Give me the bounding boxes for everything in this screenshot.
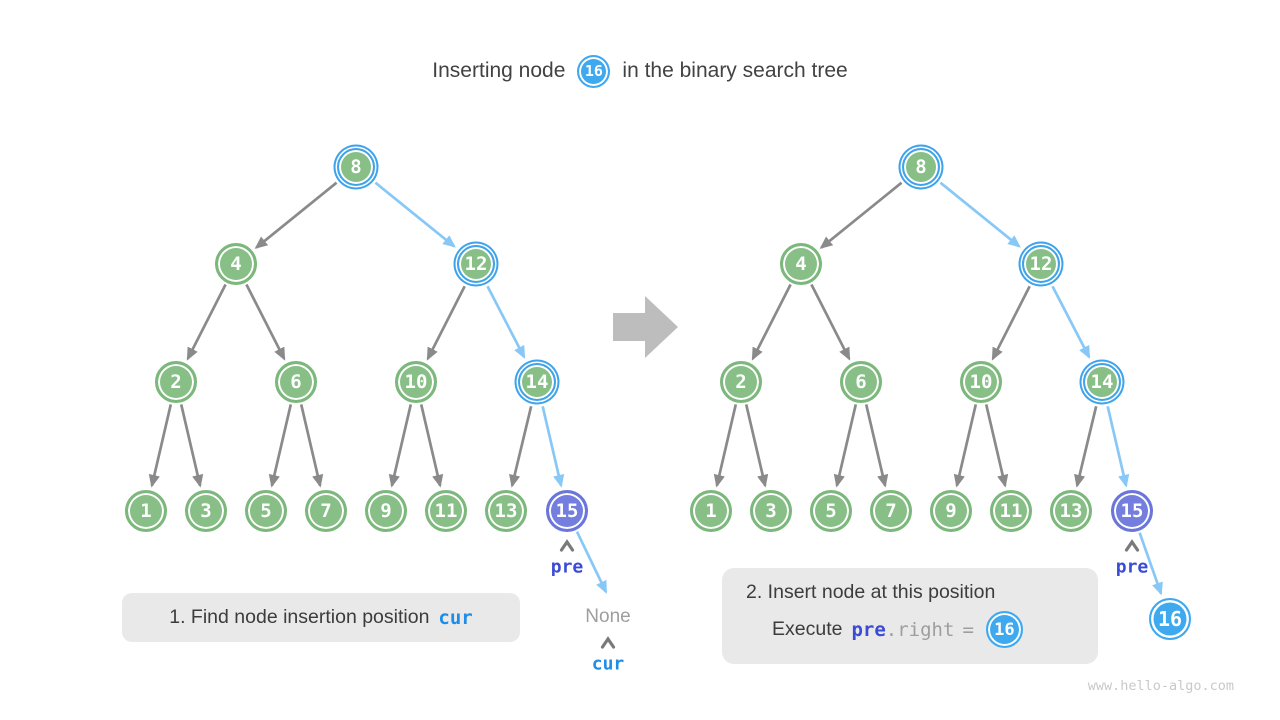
step2-node-16: 16 [985,611,1023,648]
tree-node-right-3: 3 [750,490,792,532]
step2-caption-line1: 2. Insert node at this position [746,581,996,603]
edge-right-6-7 [864,404,889,488]
edge-left-10-9 [388,404,413,488]
tree-node-left-3: 3 [185,490,227,532]
tree-node-left-15: 15 [546,490,588,532]
none-left-label: None [585,606,631,627]
edge-right-12-10 [991,285,1031,361]
edge-right-4-6 [810,283,851,361]
tree-node-right-5: 5 [810,490,852,532]
edge-left-2-1 [148,404,173,488]
edge-right-10-11 [984,404,1009,488]
step2-code-pre: pre [851,618,886,641]
edge-left-14-13 [509,405,533,488]
tree-node-right-16: 16 [1149,598,1191,640]
edge-left-4-2 [186,283,227,361]
tree-node-right-10: 10 [960,361,1002,403]
step1-caption-code-cur: cur [438,606,473,629]
step1-caption-text: 1. Find node insertion position [169,606,430,628]
tree-node-left-11: 11 [425,490,467,532]
tree-node-right-15: 15 [1111,490,1153,532]
caret-up-icon [600,636,616,649]
pre-right-label: pre [1115,556,1149,578]
edge-right-14-15 [1106,406,1130,488]
big-right-arrow-icon [613,296,678,358]
edge-right-4-2 [751,283,792,361]
edge-left-4-6 [245,283,286,361]
edge-left-8-4 [254,181,338,249]
step2-equals: = [962,618,974,641]
edge-right-12-14 [1051,285,1091,359]
edge-right-10-9 [953,404,978,488]
edge-left-12-14 [486,285,526,359]
tree-node-left-7: 7 [305,490,347,532]
edge-right-8-4 [819,181,903,249]
tree-node-right-12: 12 [1022,245,1060,283]
pre-left-label: pre [550,556,584,578]
title-text-after: in the binary search tree [622,59,848,82]
tree-node-right-14: 14 [1083,363,1121,401]
tree-node-right-11: 11 [990,490,1032,532]
tree-node-left-4: 4 [215,243,257,285]
edge-left-14-15 [541,406,565,488]
edge-right-2-1 [713,404,738,488]
tree-node-left-2: 2 [155,361,197,403]
tree-node-right-2: 2 [720,361,762,403]
tree-node-left-13: 13 [485,490,527,532]
tree-node-left-10: 10 [395,361,437,403]
tree-node-right-13: 13 [1050,490,1092,532]
tree-node-right-6: 6 [840,361,882,403]
step2-code-right: .right [885,618,955,641]
tree-node-left-14: 14 [518,363,556,401]
edge-left-8-12 [374,181,456,248]
step1-caption: 1. Find node insertion position cur [122,593,520,642]
edge-right-15-16 [1138,532,1163,596]
tree-node-left-8: 8 [337,148,375,186]
edge-right-8-12 [939,181,1021,248]
edge-left-12-10 [426,285,466,361]
edge-left-15-none [575,531,608,594]
edge-right-2-3 [744,404,769,488]
tree-node-left-6: 6 [275,361,317,403]
tree-node-left-9: 9 [365,490,407,532]
tree-node-right-7: 7 [870,490,912,532]
step2-caption: 2. Insert node at this position Execute … [722,568,1098,664]
tree-node-right-9: 9 [930,490,972,532]
tree-node-right-1: 1 [690,490,732,532]
edge-left-2-3 [179,404,204,488]
edge-right-6-5 [833,404,858,488]
caret-up-icon [559,539,575,552]
edge-right-14-13 [1074,405,1098,488]
edge-left-6-5 [268,404,293,488]
step2-caption-line2: Execute pre .right = 16 [772,611,1098,648]
edge-left-6-7 [299,404,324,488]
tree-node-left-12: 12 [457,245,495,283]
tree-node-left-5: 5 [245,490,287,532]
title-text-before: Inserting node [432,59,566,82]
page-title: Inserting node 16 in the binary search t… [0,50,1280,92]
caret-up-icon [1124,539,1140,552]
tree-node-right-8: 8 [902,148,940,186]
title-node-16: 16 [577,54,611,88]
tree-node-right-4: 4 [780,243,822,285]
edge-left-10-11 [419,404,444,488]
cur-left-label: cur [591,653,625,675]
step2-execute-text: Execute [772,618,843,640]
tree-node-left-1: 1 [125,490,167,532]
watermark: www.hello-algo.com [1087,678,1234,694]
